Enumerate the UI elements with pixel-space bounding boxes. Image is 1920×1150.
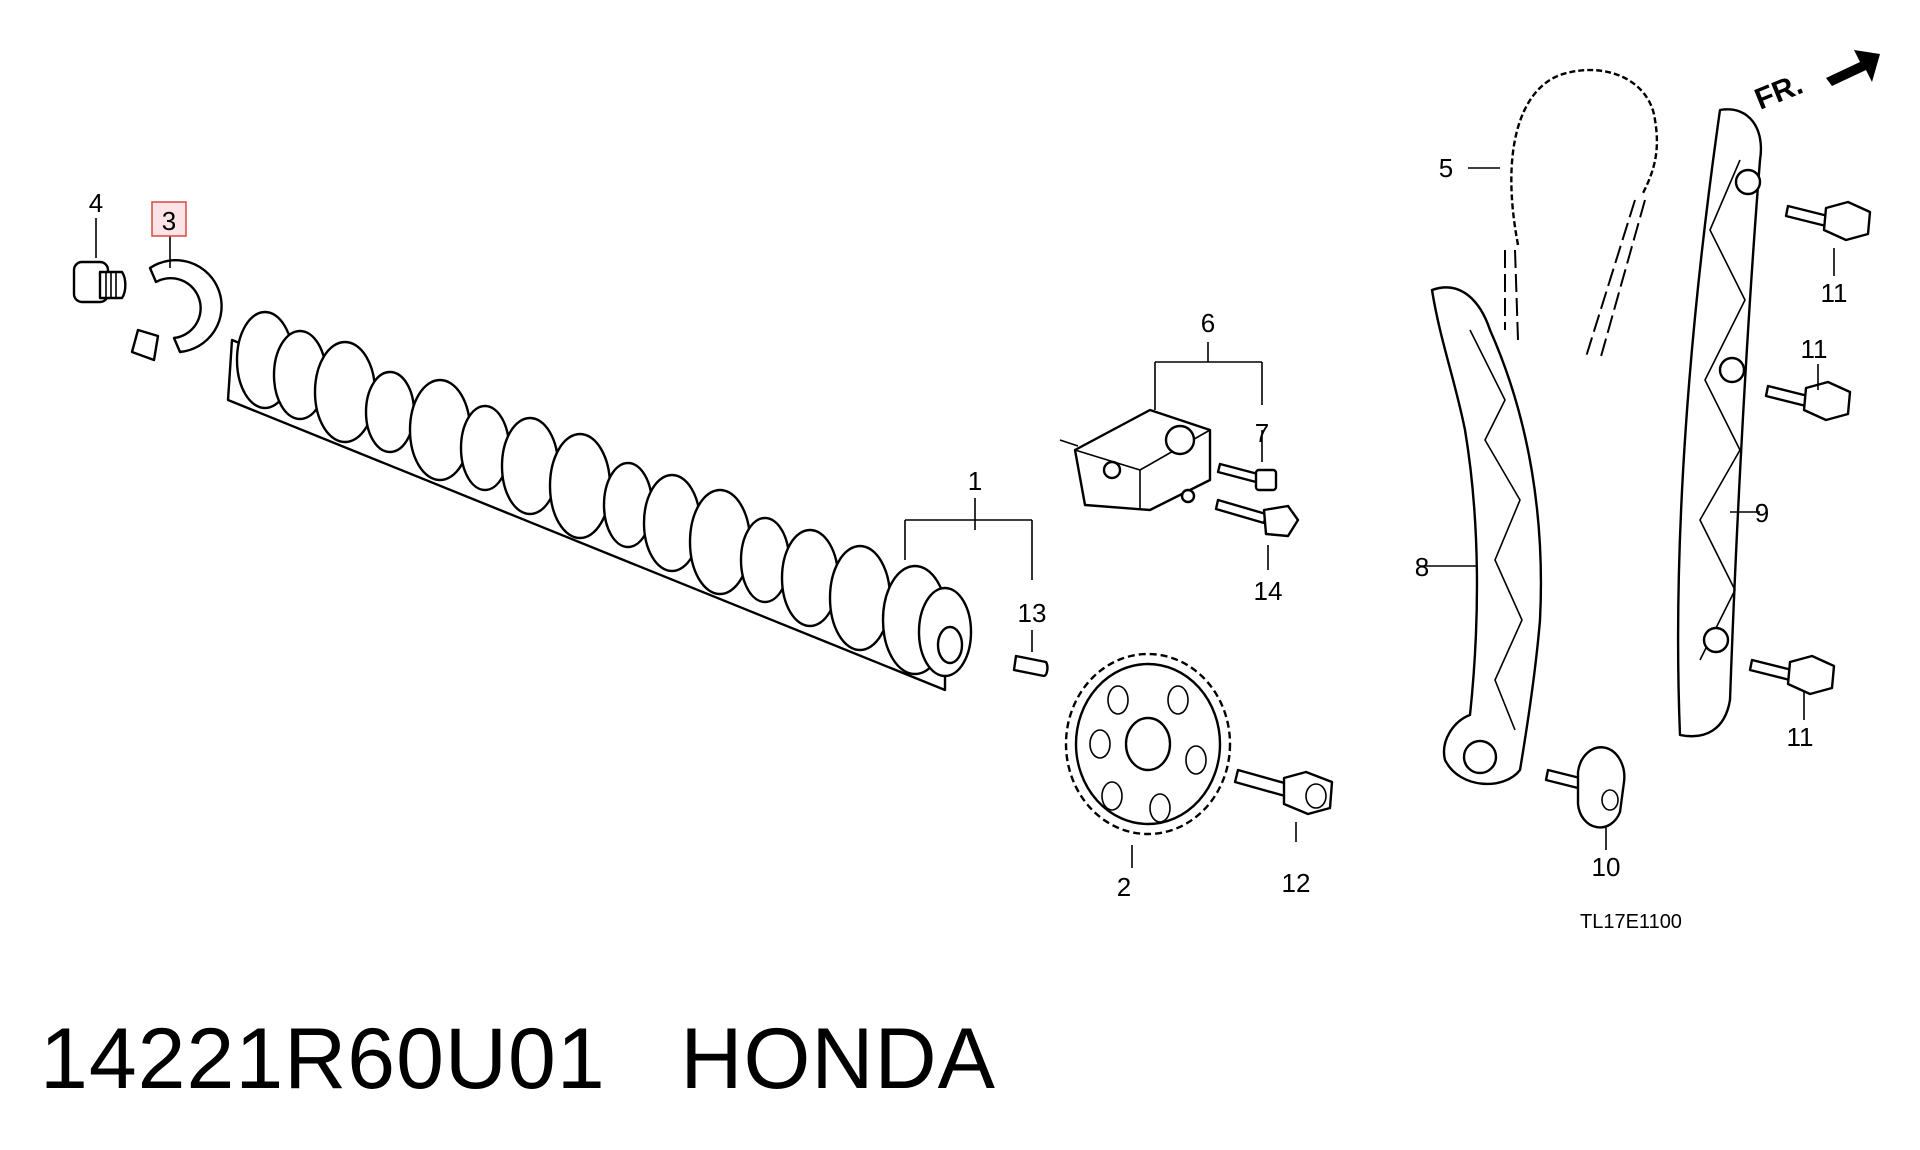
callout-11-top[interactable]: 11 <box>1821 278 1848 308</box>
brand-name: HONDA <box>680 1011 996 1107</box>
part-3-collar[interactable] <box>130 259 223 362</box>
part-2-sprocket[interactable] <box>1064 652 1232 836</box>
part-8-tensioner-arm[interactable] <box>1430 286 1543 786</box>
callout-14[interactable]: 14 <box>1254 576 1283 606</box>
front-direction-indicator: FR. <box>1750 50 1880 116</box>
part-11-bolt-bottom[interactable] <box>1748 654 1836 696</box>
part-11-bolt-middle[interactable] <box>1764 380 1852 422</box>
callout-13[interactable]: 13 <box>1018 598 1047 628</box>
part-6-tensioner[interactable] <box>1059 408 1212 512</box>
part-9-chain-guide[interactable] <box>1676 108 1763 738</box>
front-arrow-icon <box>1826 50 1880 86</box>
callout-11-middle[interactable]: 11 <box>1801 334 1828 364</box>
part-number: 14221R60U01 <box>40 1011 606 1107</box>
callout-3-highlight <box>151 201 187 237</box>
callout-1[interactable]: 1 <box>968 466 982 496</box>
callout-8[interactable]: 8 <box>1415 552 1429 582</box>
front-direction-label: FR. <box>1750 68 1807 117</box>
part-caption: 14221R60U01 HONDA <box>40 1010 996 1109</box>
part-13-dowel-pin[interactable] <box>1012 654 1049 678</box>
part-4-plug[interactable] <box>72 260 127 304</box>
callout-12[interactable]: 12 <box>1282 868 1311 898</box>
callout-2[interactable]: 2 <box>1117 872 1131 902</box>
leader-lines <box>95 167 1835 868</box>
callout-4[interactable]: 4 <box>89 188 103 218</box>
callout-9[interactable]: 9 <box>1755 498 1769 528</box>
callout-11-bottom[interactable]: 11 <box>1787 722 1814 752</box>
part-12-bolt[interactable] <box>1233 768 1334 816</box>
callout-7[interactable]: 7 <box>1255 418 1269 448</box>
callout-3[interactable]: 3 <box>162 206 176 236</box>
part-7-bolt[interactable] <box>1216 462 1278 492</box>
part-1-camshaft[interactable] <box>226 310 973 692</box>
callout-10[interactable]: 10 <box>1592 852 1621 882</box>
part-5-timing-chain[interactable] <box>1504 68 1659 361</box>
diagram-code: TL17E1100 <box>1580 911 1682 933</box>
part-11-bolt-top[interactable] <box>1784 200 1872 242</box>
part-14-bolt[interactable] <box>1214 498 1300 538</box>
part-10-pivot-bolt[interactable] <box>1544 746 1626 829</box>
callout-5[interactable]: 5 <box>1439 153 1453 183</box>
callout-6[interactable]: 6 <box>1201 308 1215 338</box>
